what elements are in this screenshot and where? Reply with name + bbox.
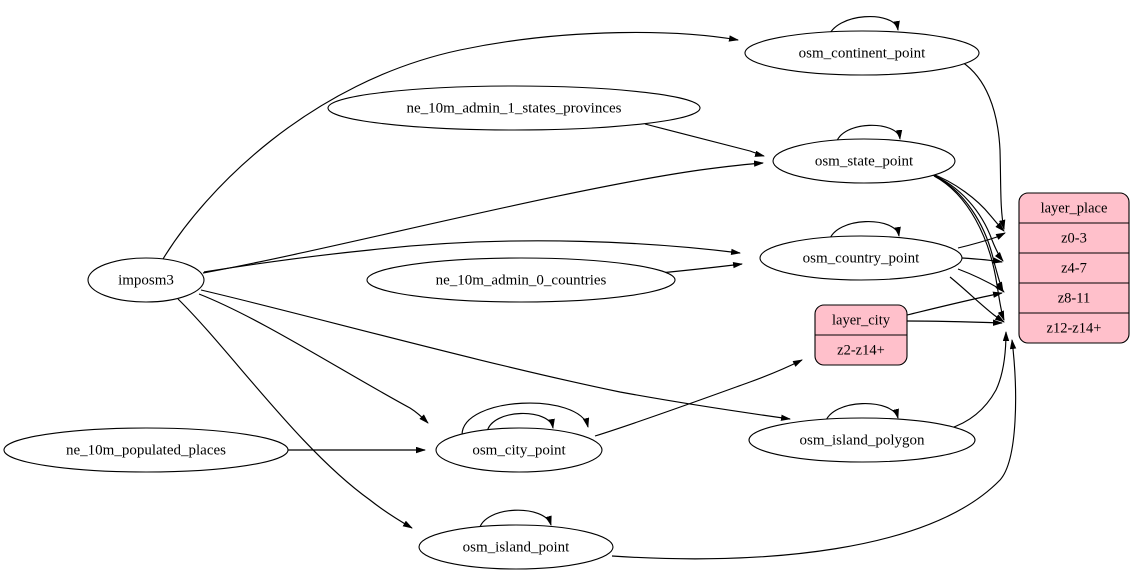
node-label-ne-10m-admin-0-countries: ne_10m_admin_0_countries	[436, 272, 607, 288]
node-label-osm-country-point: osm_country_point	[803, 250, 920, 266]
edge-osm-island-polygon-to-layer-place-z12-z14	[947, 331, 1010, 430]
node-imposm3[interactable]: imposm3	[87, 257, 205, 303]
edge-self-osm-island-polygon	[824, 403, 899, 424]
edge-osm-country-point-to-layer-place-z8-11	[957, 268, 1005, 293]
edge-layer	[162, 15, 1017, 560]
node-label-ne-10m-populated-places: ne_10m_populated_places	[66, 442, 226, 458]
edge-ne-states-to-osm-state-point	[644, 123, 765, 157]
node-layer: imposm3 ne_10m_admin_1_states_provinces …	[3, 30, 1130, 570]
node-ne-10m-admin-1-states-provinces[interactable]: ne_10m_admin_1_states_provinces	[327, 85, 701, 131]
edge-osm-country-point-to-layer-place-z4-7	[961, 257, 1003, 264]
node-ne-10m-admin-0-countries[interactable]: ne_10m_admin_0_countries	[366, 257, 676, 303]
layer-place-row-z8-11[interactable]: z8-11	[1058, 290, 1090, 306]
edge-imposm3-to-osm-continent-point	[162, 31, 739, 260]
edge-imposm3-to-osm-country-point	[203, 240, 741, 273]
layer-place-row-z12-z14[interactable]: z12-z14+	[1047, 320, 1102, 336]
edge-self-osm-country-point	[828, 221, 901, 242]
node-label-ne-10m-admin-1-states-provinces: ne_10m_admin_1_states_provinces	[407, 100, 622, 116]
node-label-osm-island-polygon: osm_island_polygon	[799, 432, 925, 448]
edge-self-osm-city-point-inner	[486, 412, 555, 433]
edge-osm-country-point-to-layer-place-z12-z14	[949, 276, 1005, 323]
edge-self-osm-island-point	[478, 509, 552, 531]
node-osm-country-point[interactable]: osm_country_point	[759, 235, 963, 281]
node-osm-island-point[interactable]: osm_island_point	[418, 524, 614, 570]
layer-place-header: layer_place	[1041, 200, 1108, 216]
edge-osm-country-point-to-layer-place-z0-3	[957, 232, 1006, 249]
layer-place-row-z4-7[interactable]: z4-7	[1061, 260, 1087, 276]
edge-layer-city-to-layer-place-z12-z14	[906, 319, 1003, 326]
edge-self-osm-city-point-outer	[461, 402, 590, 436]
layer-place-row-z0-3[interactable]: z0-3	[1061, 230, 1087, 246]
node-label-osm-state-point: osm_state_point	[815, 153, 914, 169]
node-label-osm-continent-point: osm_continent_point	[799, 45, 926, 61]
layer-city-row-z2-z14[interactable]: z2-z14+	[837, 342, 885, 358]
node-label-osm-island-point: osm_island_point	[463, 539, 571, 555]
node-label-osm-city-point: osm_city_point	[472, 442, 566, 458]
node-layer-city[interactable]: layer_city z2-z14+	[814, 304, 908, 366]
node-ne-10m-populated-places[interactable]: ne_10m_populated_places	[3, 427, 289, 473]
edge-osm-state-point-to-layer-place-z12-z14	[933, 175, 1005, 321]
edge-imposm3-to-osm-island-polygon	[200, 289, 791, 421]
edge-osm-state-point-to-layer-place-z0-3	[929, 172, 1005, 232]
edge-layer-city-to-layer-place-z8-11	[906, 291, 1003, 316]
node-osm-island-polygon[interactable]: osm_island_polygon	[748, 417, 976, 463]
node-layer-place[interactable]: layer_place z0-3 z4-7 z8-11 z12-z14+	[1018, 192, 1130, 344]
layer-city-header: layer_city	[832, 312, 891, 328]
edge-imposm3-to-osm-state-point	[202, 160, 764, 274]
edge-osm-state-point-to-layer-place-z4-7	[930, 173, 1004, 262]
edge-osm-city-point-to-layer-city-z2-z14	[594, 359, 803, 437]
edge-imposm3-to-osm-city-point	[198, 293, 429, 424]
edge-ne-countries-to-osm-country-point	[659, 261, 743, 274]
node-osm-continent-point[interactable]: osm_continent_point	[744, 30, 980, 76]
edge-self-osm-continent-point	[827, 15, 900, 39]
edge-self-osm-state-point	[835, 124, 903, 145]
node-osm-state-point[interactable]: osm_state_point	[772, 138, 956, 184]
edge-imposm3-to-osm-island-point	[177, 298, 413, 529]
node-label-imposm3: imposm3	[118, 272, 174, 288]
node-osm-city-point[interactable]: osm_city_point	[435, 427, 603, 473]
edge-osm-island-point-to-layer-place-z12-z14	[611, 339, 1017, 560]
edge-osm-continent-point-to-layer-place-z0-3	[961, 61, 1006, 230]
